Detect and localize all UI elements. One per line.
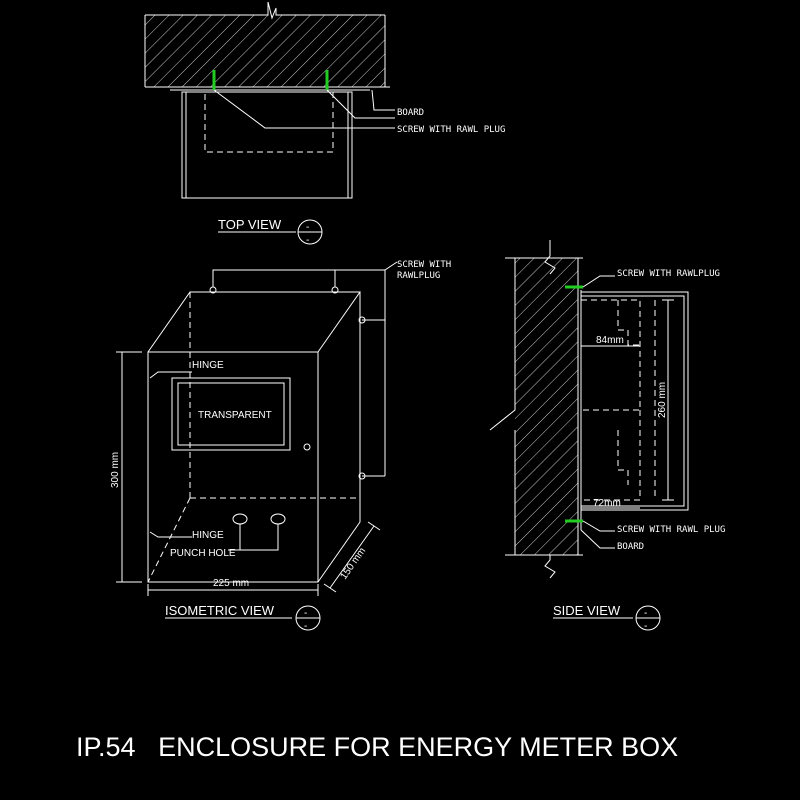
svg-text:-: - <box>306 235 309 246</box>
top-board-label: BOARD <box>397 108 424 118</box>
iso-screw-leader <box>212 269 385 287</box>
iso-dim-width: 225 mm <box>213 578 249 589</box>
iso-dim-height: 300 mm <box>110 452 121 488</box>
iso-punch-hole-left <box>232 513 248 525</box>
side-view-title: SIDE VIEW <box>553 603 621 618</box>
side-dim-260: 260 mm <box>657 382 668 418</box>
iso-window-outer <box>171 377 291 451</box>
side-wall-back <box>489 258 516 431</box>
svg-text:-: - <box>304 608 307 619</box>
iso-punch-label: PUNCH HOLE <box>170 548 236 559</box>
side-screw-top-label: SCREW WITH RAWLPLUG <box>617 269 720 279</box>
side-board-leader <box>580 529 615 549</box>
iso-transparent-label: TRANSPARENT <box>198 410 272 421</box>
side-dim-72: 72mm <box>593 498 621 509</box>
iso-right-face <box>317 292 361 583</box>
iso-view-title: ISOMETRIC VIEW <box>165 603 275 618</box>
side-box-hidden <box>581 299 641 411</box>
iso-front-face <box>147 351 319 583</box>
side-wall-hatch <box>490 258 578 555</box>
iso-hinge-bottom-label: HINGE <box>192 530 224 541</box>
iso-hinge-top-label: HINGE <box>192 360 224 371</box>
iso-punch-hole-right <box>270 513 286 525</box>
top-view: BOARD SCREW WITH RAWL PLUG TOP VIEW - - <box>144 1 505 246</box>
iso-top-face <box>147 291 361 353</box>
iso-lock-icon <box>303 443 311 451</box>
top-board-leader <box>371 89 395 111</box>
side-view: SCREW WITH RAWLPLUG SCREW WITH RAWL PLUG… <box>489 240 725 632</box>
side-dim-84: 84mm <box>596 335 624 346</box>
svg-text:-: - <box>304 621 307 632</box>
iso-screw-label-2: RAWLPLUG <box>397 271 440 281</box>
iso-screw-label-1: SCREW WITH <box>397 260 451 270</box>
side-screw-bottom-label: SCREW WITH RAWL PLUG <box>617 525 725 535</box>
isometric-view: SCREW WITH RAWLPLUG TRANSPARENT HINGE HI… <box>110 260 451 632</box>
top-box-outline <box>181 91 353 199</box>
iso-dim-depth: 150 mm <box>338 546 368 582</box>
top-wall-break <box>145 1 385 20</box>
top-view-title: TOP VIEW <box>218 217 282 232</box>
top-screw-label: SCREW WITH RAWL PLUG <box>397 125 505 135</box>
top-box-hidden <box>204 89 334 153</box>
side-board-label: BOARD <box>617 542 644 552</box>
iso-dim-depth-line <box>329 525 375 589</box>
iso-punch-leader <box>228 524 241 551</box>
drawing-title: IP.54 ENCLOSURE FOR ENERGY METER BOX <box>76 732 678 762</box>
top-wall-hatch <box>145 15 385 87</box>
iso-window-inner <box>177 382 285 446</box>
svg-text:-: - <box>644 608 647 619</box>
top-screw-leader <box>213 89 395 129</box>
svg-text:-: - <box>306 222 309 233</box>
side-box-outline <box>581 291 689 511</box>
svg-text:-: - <box>644 621 647 632</box>
iso-hinge-bottom <box>149 531 192 538</box>
